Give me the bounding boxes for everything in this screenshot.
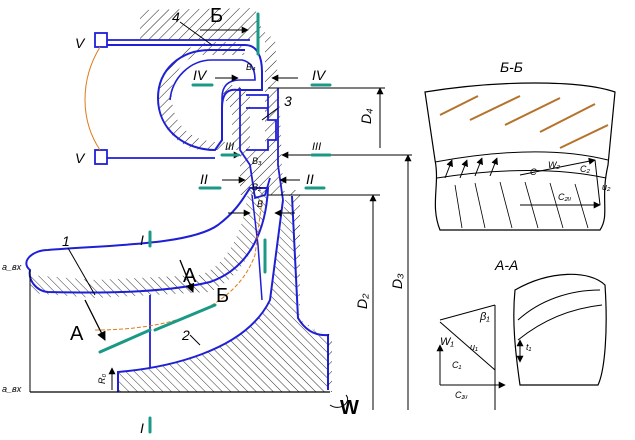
label-iii-left: III — [225, 141, 234, 153]
label-3: 3 — [284, 93, 292, 109]
label-b4: B₄ — [246, 62, 256, 72]
label-v-top: V — [75, 35, 86, 51]
bb-c2u-label: C₂ᵤ — [558, 192, 571, 202]
a-arrow-left — [84, 299, 106, 341]
diffuser-block — [246, 94, 277, 151]
label-4: 4 — [172, 9, 180, 25]
aa-u-label: u₁ — [470, 342, 478, 352]
bb-c: C — [530, 167, 537, 177]
hub-hatch — [118, 200, 328, 392]
meridional-section — [25, 8, 412, 434]
section-BB — [424, 82, 616, 231]
label-b2: B₂ — [252, 182, 262, 192]
label-avx-bot: a_вх — [2, 384, 22, 394]
bb-blades — [439, 95, 609, 149]
bb-c2-label: C₂ — [580, 164, 590, 174]
aa-beta-label: β₁ — [479, 311, 490, 323]
bb-ring — [434, 151, 609, 179]
label-b: B — [257, 199, 263, 209]
volute-outline — [106, 44, 263, 152]
aa-t-label: t₁ — [526, 342, 532, 352]
aa-w-label: W₁ — [440, 336, 454, 348]
bb-c2 — [519, 157, 596, 176]
leader-4 — [179, 21, 213, 46]
aa-c-label: C₁ — [452, 360, 461, 370]
label-avx-top: a_вх — [2, 262, 22, 272]
section-AA — [436, 273, 607, 410]
bb-title: Б-Б — [500, 59, 523, 75]
bb-u2-label: u₂ — [602, 182, 611, 192]
aa-blades — [517, 289, 603, 341]
label-omega: W — [340, 397, 359, 419]
labels: Б Б А А V V IV IV III III II II I I 1 2 … — [2, 5, 611, 436]
label-i-bot: I — [140, 420, 144, 436]
aa-title: А-А — [494, 257, 518, 273]
label-iv-right: IV — [312, 67, 327, 83]
leader-3 — [261, 107, 279, 121]
bb-w2-label: W₂ — [548, 160, 560, 170]
v-centerline — [84, 46, 101, 151]
section-marks — [98, 12, 332, 434]
leader-1 — [67, 247, 96, 296]
flange-top — [94, 32, 108, 48]
aa-diag — [439, 321, 496, 371]
flange-bottom — [94, 149, 108, 165]
label-i-top: I — [140, 232, 144, 248]
aa-c1u-label: C₁ᵤ — [455, 390, 468, 400]
label-v-bot: V — [75, 150, 86, 166]
rear-wall-hatch — [286, 190, 332, 392]
volute-inner — [169, 59, 256, 140]
flange-lines — [107, 39, 250, 159]
label-d4: D₄ — [358, 108, 374, 124]
label-d3: D₃ — [389, 273, 405, 289]
aa-w1 — [439, 304, 496, 321]
label-b-top: Б — [210, 5, 223, 27]
blade-trailing — [251, 194, 263, 301]
label-ii-right: II — [306, 171, 314, 187]
shroud-outline — [25, 187, 270, 294]
leader-2 — [189, 334, 201, 346]
label-1: 1 — [62, 233, 70, 249]
bb-u2 — [594, 159, 601, 206]
label-iv-left: IV — [193, 67, 208, 83]
label-b3: B₃ — [252, 156, 262, 166]
label-a-left: А — [70, 323, 84, 345]
label-iii-right: III — [312, 141, 321, 153]
volute-casing-hatch — [140, 8, 285, 195]
bb-outline — [424, 82, 616, 231]
rotation-mark — [329, 394, 348, 408]
label-a-mid: А — [183, 265, 197, 287]
label-b-mid: Б — [216, 285, 229, 307]
label-ii-left: II — [200, 171, 208, 187]
shroud-hatch — [30, 190, 268, 298]
label-r0: R₀ — [97, 374, 107, 384]
label-2: 2 — [181, 327, 190, 343]
bb-flow-arrows — [444, 157, 498, 179]
a-arrow-mid — [179, 259, 195, 293]
label-d2: D₂ — [354, 293, 370, 309]
aa-outline — [513, 273, 607, 386]
